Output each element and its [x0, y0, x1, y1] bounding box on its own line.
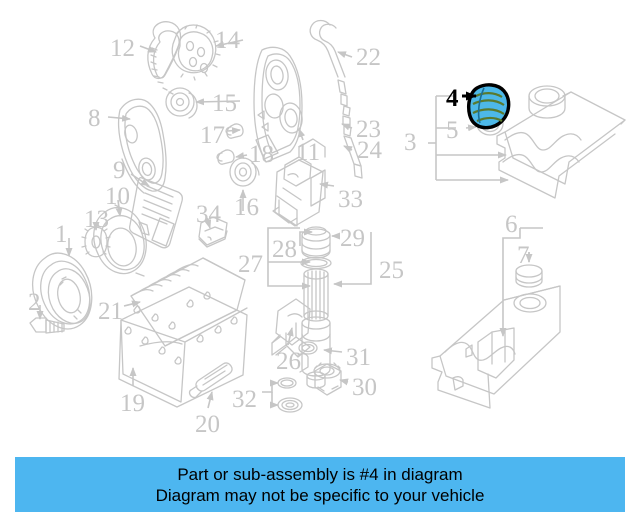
callout-label-33: 33 — [338, 186, 363, 213]
callout-label-3: 3 — [404, 129, 417, 156]
callout-label-9: 9 — [113, 157, 126, 184]
leader-15 — [195, 98, 241, 106]
part-oil-pump-housing — [272, 138, 326, 227]
part-sealant-tube — [188, 362, 233, 399]
leader-12 — [139, 45, 157, 53]
callout-label-8: 8 — [88, 105, 101, 132]
callout-label-7: 7 — [517, 242, 530, 269]
leader-23 — [341, 123, 353, 131]
callout-label-12: 12 — [110, 35, 135, 62]
callout-label-32: 32 — [232, 386, 257, 413]
engine-parts-diagram — [29, 19, 626, 413]
part-oil-pan — [118, 257, 248, 408]
part-seal-flange — [93, 204, 150, 277]
callout-label-2: 2 — [28, 289, 41, 316]
leader-9 — [130, 173, 150, 187]
leader-21 — [123, 300, 141, 308]
callout-label-34: 34 — [196, 201, 221, 228]
leader-6 — [499, 228, 521, 337]
part-upper-timing-cover — [117, 98, 167, 194]
leader-26 — [286, 327, 294, 346]
leader-18 — [235, 152, 248, 160]
callout-label-23: 23 — [356, 116, 381, 143]
part-camshaft-sprocket — [171, 24, 221, 81]
notice-banner: Part or sub-assembly is #4 in diagram Di… — [15, 457, 625, 512]
callout-label-19: 19 — [120, 390, 145, 417]
callout-label-24: 24 — [357, 137, 382, 164]
callout-label-14: 14 — [215, 27, 240, 54]
part-timing-belt — [147, 21, 182, 95]
leader-31 — [323, 347, 343, 355]
part-lower-timing-cover — [128, 176, 184, 249]
part-valve-cover-bottom — [431, 285, 561, 409]
callout-label-29: 29 — [340, 225, 365, 252]
part-pressure-switch — [313, 362, 342, 396]
part-front-timing-cover — [253, 46, 303, 163]
callout-label-25: 25 — [379, 257, 404, 284]
leader-34 — [204, 217, 212, 229]
callout-label-28: 28 — [272, 236, 297, 263]
leader-27-bracket-top — [267, 227, 300, 262]
callout-label-16: 16 — [234, 194, 259, 221]
leader-20 — [206, 391, 214, 409]
callout-label-11: 11 — [296, 139, 321, 166]
callout-label-1: 1 — [55, 221, 68, 248]
leader-30 — [339, 378, 349, 386]
callout-label-26: 26 — [276, 348, 301, 375]
leader-8 — [107, 114, 131, 122]
leader-5-arrow — [465, 124, 477, 132]
leader-25 — [333, 232, 372, 288]
part-seal-rings — [277, 377, 303, 413]
callout-label-15: 15 — [212, 90, 237, 117]
part-pump-oring — [298, 341, 318, 355]
callout-label-31: 31 — [346, 344, 371, 371]
part-bracket — [198, 216, 228, 248]
leader-32b — [270, 392, 279, 409]
callout-label-20: 20 — [195, 411, 220, 438]
part-filler-seal-bottom — [515, 264, 543, 288]
part-filter-element — [303, 268, 329, 322]
part-small-plugs — [216, 123, 244, 165]
callout-label-13: 13 — [84, 206, 109, 233]
leader-27b — [267, 262, 311, 290]
callout-label-6: 6 — [505, 211, 518, 238]
highlighted-part-4 — [467, 83, 511, 130]
leader-22 — [337, 51, 353, 58]
callout-label-17: 17 — [200, 122, 225, 149]
leader-32a — [262, 379, 279, 393]
notice-line-1: Part or sub-assembly is #4 in diagram — [177, 464, 463, 484]
part-valve-cover-top — [496, 85, 626, 199]
leader-33 — [319, 181, 335, 189]
leader-14 — [215, 39, 244, 48]
leader-11 — [298, 128, 306, 141]
leader-17 — [227, 127, 241, 135]
callout-label-21: 21 — [98, 298, 123, 325]
callout-label-4: 4 — [446, 85, 459, 112]
leader-10 — [115, 199, 123, 217]
leader-28 — [299, 228, 313, 246]
notice-line-2: Diagram may not be specific to your vehi… — [155, 485, 485, 505]
part-filter-oring — [300, 256, 332, 270]
callout-label-27: 27 — [238, 251, 263, 278]
callout-label-22: 22 — [356, 44, 381, 71]
callout-label-18: 18 — [249, 141, 274, 168]
callout-label-5: 5 — [446, 117, 459, 144]
callout-label-10: 10 — [105, 183, 130, 210]
part-crankshaft-pulley — [31, 252, 93, 330]
part-tensioner-pulley — [165, 87, 198, 119]
part-pulley-bolt — [29, 317, 65, 334]
leader-24 — [343, 145, 353, 153]
callout-label-30: 30 — [352, 374, 377, 401]
